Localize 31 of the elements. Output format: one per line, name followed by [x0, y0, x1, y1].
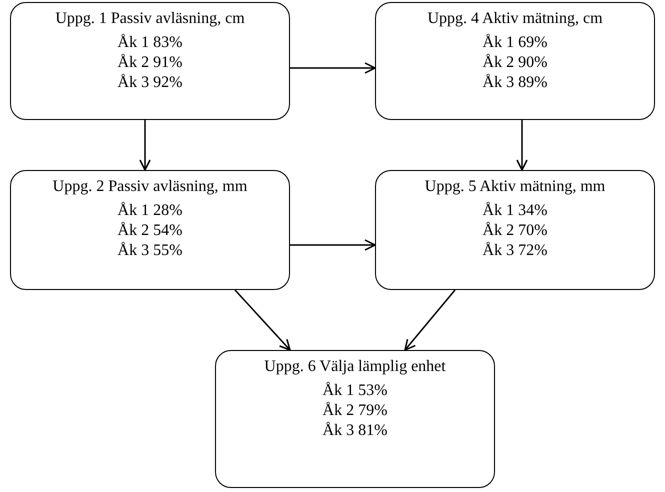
result-text: Åk 1 53% — [322, 381, 388, 401]
task-title: Uppg. 5 Aktiv mätning, mm — [424, 177, 606, 197]
result-text: Åk 1 83% — [116, 33, 184, 53]
arrow — [139, 120, 151, 171]
result-text: Åk 2 54% — [116, 221, 184, 241]
arrow — [234, 290, 291, 351]
process-box — [10, 170, 290, 290]
result-text: Åk 1 28% — [116, 201, 184, 221]
task-title: Uppg. 1 Passiv avläsning, cm — [54, 9, 246, 29]
result-text: Åk 2 91% — [116, 53, 184, 73]
result-text: Åk 1 69% — [482, 33, 548, 53]
task-title: Uppg. 4 Aktiv mätning, cm — [426, 9, 604, 29]
arrow — [404, 290, 456, 351]
result-text: Åk 3 81% — [322, 421, 388, 441]
result-text: Åk 3 72% — [482, 241, 548, 261]
result-text: Åk 3 92% — [116, 73, 184, 93]
result-text: Åk 2 70% — [482, 221, 548, 241]
result-text: Åk 1 34% — [482, 201, 548, 221]
task-title: Uppg. 2 Passiv avläsning, mm — [52, 177, 248, 197]
task-title: Uppg. 6 Välja lämplig enhet — [263, 357, 447, 377]
result-text: Åk 3 55% — [116, 241, 184, 261]
result-text: Åk 2 90% — [482, 53, 548, 73]
process-box — [215, 350, 495, 488]
process-box — [375, 2, 655, 120]
arrow — [516, 120, 528, 171]
result-text: Åk 3 89% — [482, 73, 548, 93]
arrow — [290, 239, 376, 251]
process-box — [375, 170, 655, 290]
arrow — [290, 62, 376, 74]
process-box — [10, 2, 290, 120]
result-text: Åk 2 79% — [322, 401, 388, 421]
